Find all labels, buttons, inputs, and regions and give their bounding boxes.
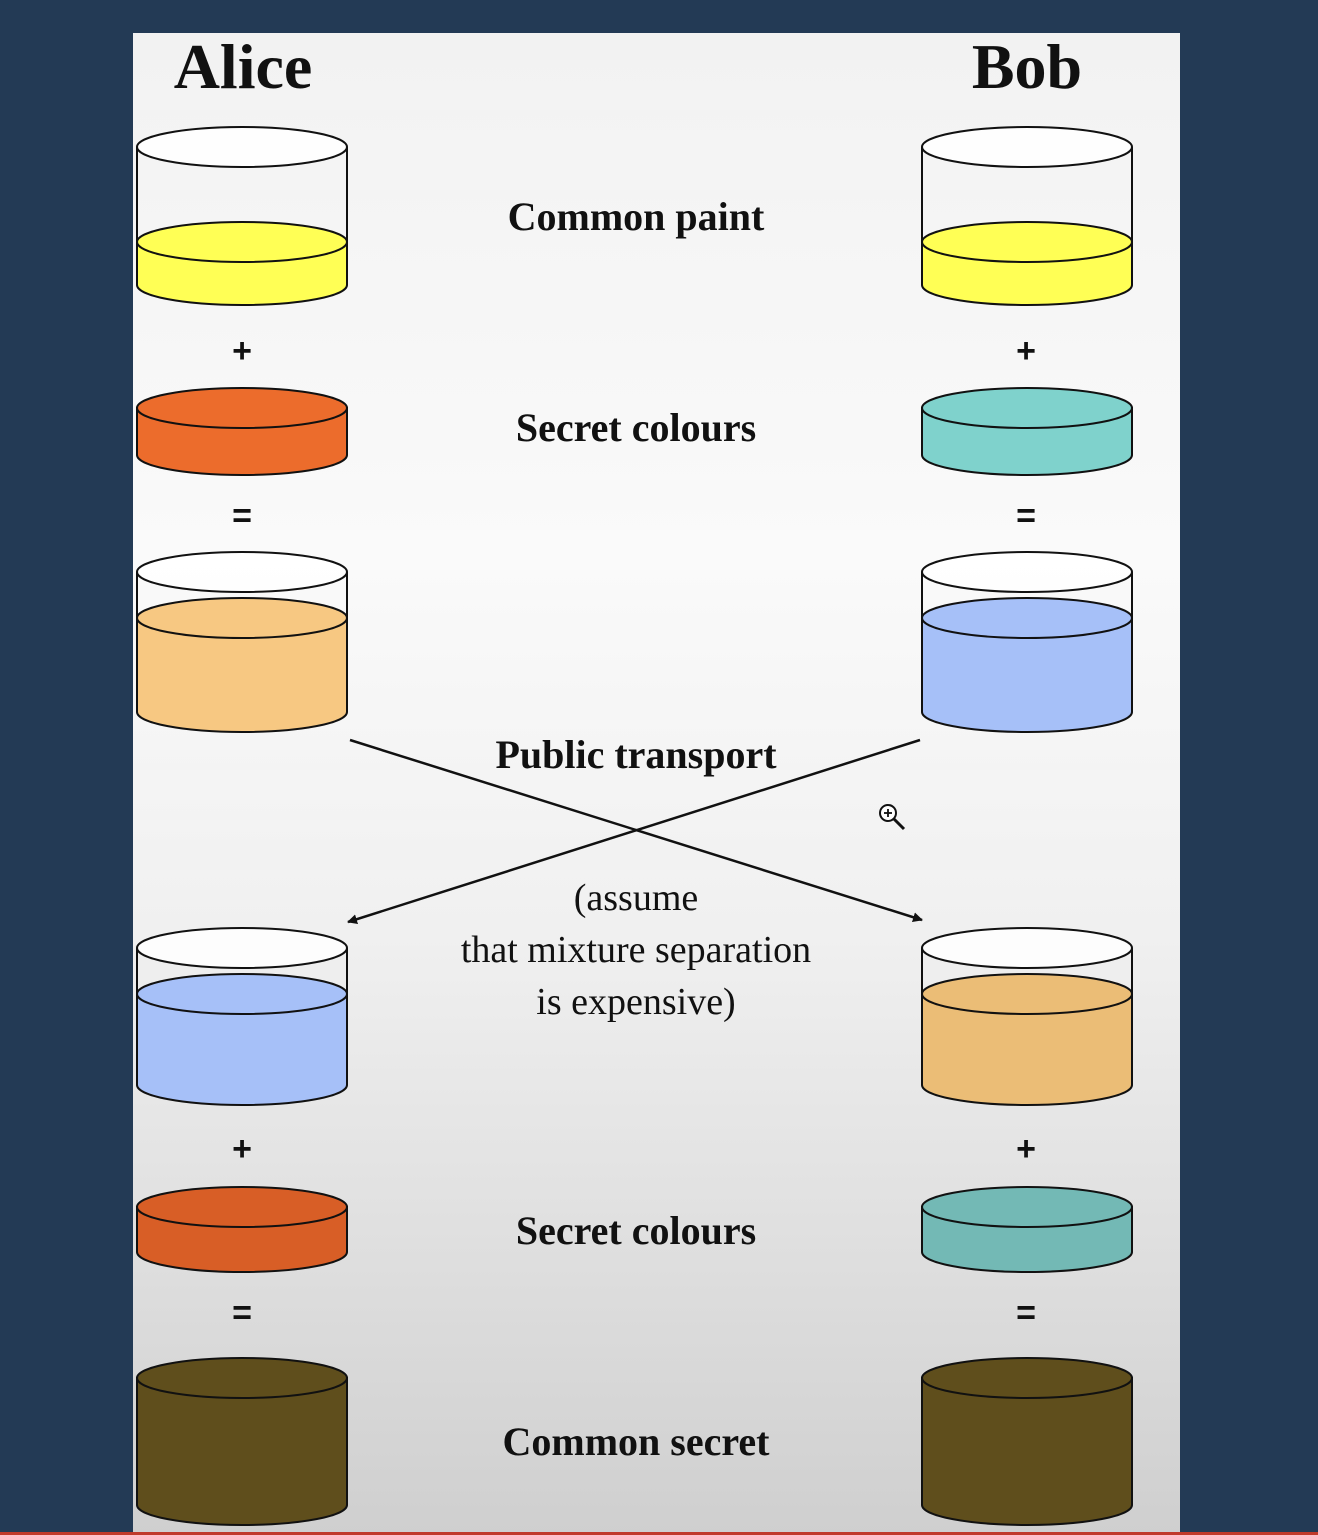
secret-colours-label-top: Secret colours bbox=[516, 405, 756, 450]
plus-sign-bob-top: + bbox=[1016, 332, 1036, 370]
bob-secret-colour-disk-2 bbox=[921, 1186, 1133, 1273]
bob-common-secret-cylinder bbox=[921, 1357, 1133, 1526]
alice-common-secret-cylinder bbox=[136, 1357, 348, 1526]
alice-common-paint-beaker bbox=[136, 126, 348, 306]
alice-secret-colour-disk-2 bbox=[136, 1186, 348, 1273]
bob-label: Bob bbox=[972, 31, 1082, 102]
alice-secret-colour-disk bbox=[136, 387, 348, 476]
paint-containers bbox=[136, 126, 1133, 1526]
common-paint-label: Common paint bbox=[508, 194, 765, 239]
arrow-bob-to-alice bbox=[347, 738, 921, 925]
note-line-1: (assume bbox=[574, 877, 699, 919]
bob-mixture-beaker bbox=[921, 551, 1133, 733]
alice-received-beaker bbox=[136, 927, 348, 1106]
equals-sign-alice-bottom: = bbox=[232, 1294, 252, 1332]
bob-common-paint-beaker bbox=[921, 126, 1133, 306]
secret-colours-label-bottom: Secret colours bbox=[516, 1208, 756, 1253]
note-line-3: is expensive) bbox=[536, 981, 735, 1023]
zoom-in-icon bbox=[879, 804, 906, 831]
plus-sign-bob-bottom: + bbox=[1016, 1130, 1036, 1168]
equals-sign-alice-top: = bbox=[232, 497, 252, 535]
bob-secret-colour-disk bbox=[921, 387, 1133, 476]
plus-sign-alice-top: + bbox=[232, 332, 252, 370]
alice-mixture-beaker bbox=[136, 551, 348, 733]
alice-label: Alice bbox=[174, 31, 313, 102]
bottom-accent-line bbox=[0, 1532, 1318, 1535]
bob-received-beaker bbox=[921, 927, 1133, 1106]
note-line-2: that mixture separation bbox=[461, 929, 811, 971]
equals-sign-bob-top: = bbox=[1016, 497, 1036, 535]
plus-sign-alice-bottom: + bbox=[232, 1130, 252, 1168]
public-transport-label: Public transport bbox=[495, 732, 777, 777]
equals-sign-bob-bottom: = bbox=[1016, 1294, 1036, 1332]
common-secret-label: Common secret bbox=[503, 1419, 771, 1464]
